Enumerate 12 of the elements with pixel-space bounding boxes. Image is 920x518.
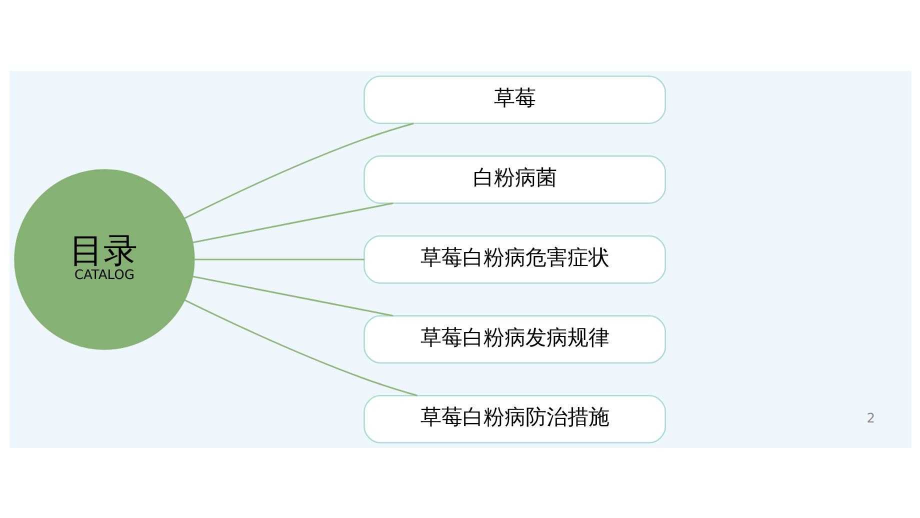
node-box: 草莓 — [363, 75, 666, 124]
connector — [192, 202, 393, 243]
node-box: 草莓白粉病发病规律 — [363, 314, 666, 364]
label: 2 — [866, 410, 875, 426]
node-box: 草莓白粉病危害症状 — [363, 234, 666, 284]
connector — [184, 298, 417, 396]
connector — [194, 258, 364, 260]
connector — [192, 275, 393, 316]
node-box: 白粉病菌 — [363, 154, 666, 204]
node-circle: 目录 CATALOG — [14, 168, 194, 350]
connector — [184, 122, 414, 218]
node-box: 草莓白粉病防治措施 — [363, 394, 666, 443]
